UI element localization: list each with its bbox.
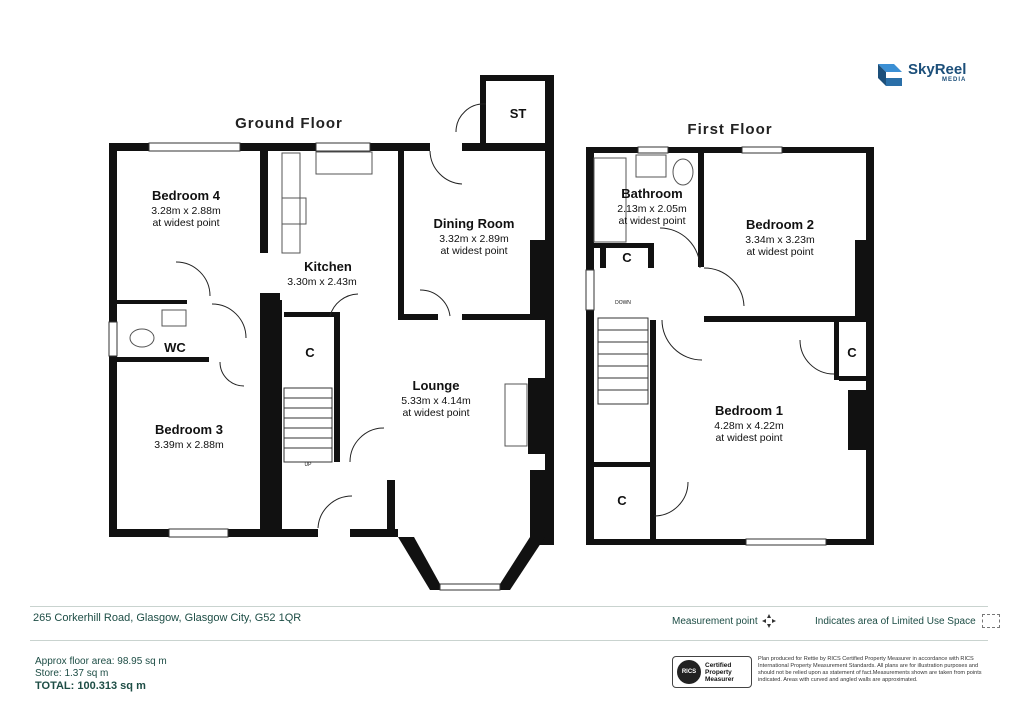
measurement-point-key: Measurement point bbox=[672, 614, 776, 628]
kitchen-name: Kitchen bbox=[304, 259, 352, 274]
limited-use-swatch bbox=[981, 614, 1000, 628]
lower-cupboard-name: C bbox=[617, 493, 627, 508]
brand-sub: MEDIA bbox=[942, 77, 967, 83]
rics-badge: RICS Certified Property Measurer bbox=[672, 656, 752, 688]
bathroom-name: Bathroom bbox=[621, 186, 682, 201]
ground-stair-mark: UP bbox=[305, 462, 313, 468]
bedroom4-name: Bedroom 4 bbox=[152, 188, 221, 203]
footer-divider-top bbox=[30, 606, 988, 607]
first-floor-title: First Floor bbox=[687, 121, 772, 138]
bedroom1-name: Bedroom 1 bbox=[715, 403, 783, 418]
bedroom2-note: at widest point bbox=[746, 246, 813, 258]
limited-use-key: Indicates area of Limited Use Space bbox=[815, 614, 1000, 628]
ground-floor-title: Ground Floor bbox=[235, 115, 343, 132]
wc-name: WC bbox=[164, 340, 186, 355]
rics-line-2: Property bbox=[705, 668, 732, 676]
stairs bbox=[283, 317, 649, 463]
lounge-name: Lounge bbox=[413, 378, 460, 393]
first-floor-walls bbox=[586, 147, 874, 545]
bedroom3-dim: 3.39m x 2.88m bbox=[154, 439, 224, 451]
bedroom2-dim: 3.34m x 3.23m bbox=[745, 234, 815, 246]
bathroom-note: at widest point bbox=[618, 215, 685, 227]
bedroom4-dim: 3.28m x 2.88m bbox=[151, 205, 221, 217]
bedroom2-name: Bedroom 2 bbox=[746, 217, 814, 232]
total-area: TOTAL: 100.313 sq m bbox=[35, 680, 146, 692]
lounge-dim: 5.33m x 4.14m bbox=[401, 395, 471, 407]
rics-line-3: Measurer bbox=[705, 675, 734, 683]
rics-seal-icon: RICS bbox=[677, 660, 701, 684]
skyreel-logo-icon bbox=[878, 64, 902, 86]
landing-cupboard-name: C bbox=[622, 250, 632, 265]
ground-cupboard-name: C bbox=[305, 345, 315, 360]
lounge-note: at widest point bbox=[402, 407, 469, 419]
bedroom1-dim: 4.28m x 4.22m bbox=[714, 420, 784, 432]
first-stair-mark: DOWN bbox=[615, 300, 631, 306]
limited-use-label: Indicates area of Limited Use Space bbox=[815, 615, 976, 627]
dining-room-note: at widest point bbox=[440, 245, 507, 257]
bedroom1-cupboard-name: C bbox=[847, 345, 857, 360]
windows bbox=[108, 142, 827, 591]
disclaimer: Plan produced for Rettie by RICS Certifi… bbox=[758, 656, 982, 683]
bedroom1-note: at widest point bbox=[715, 432, 782, 444]
fixtures bbox=[129, 151, 694, 447]
door-swings bbox=[175, 103, 835, 529]
approx-area: Approx floor area: 98.95 sq m bbox=[35, 656, 167, 667]
bathroom-dim: 2.13m x 2.05m bbox=[617, 203, 687, 215]
kitchen-dim: 3.30m x 2.43m bbox=[287, 276, 357, 288]
brand-name: SkyReel bbox=[908, 61, 967, 78]
store-name: ST bbox=[510, 106, 527, 121]
store-area: Store: 1.37 sq m bbox=[35, 668, 109, 679]
rics-line-1: Certified bbox=[705, 661, 732, 669]
brand-logo: SkyReel MEDIA bbox=[876, 62, 966, 88]
measurement-point-label: Measurement point bbox=[672, 615, 758, 627]
floor-plan: Ground Floor First Floor Bedroom 4 3.28m… bbox=[108, 75, 874, 591]
dining-room-dim: 3.32m x 2.89m bbox=[439, 233, 509, 245]
measurement-point-icon bbox=[761, 614, 776, 628]
bedroom3-name: Bedroom 3 bbox=[155, 422, 223, 437]
bedroom4-note: at widest point bbox=[152, 217, 219, 229]
area-summary: Approx floor area: 98.95 sq m Store: 1.3… bbox=[35, 656, 167, 692]
footer-divider-bottom bbox=[30, 640, 988, 641]
dining-room-name: Dining Room bbox=[434, 216, 515, 231]
address: 265 Corkerhill Road, Glasgow, Glasgow Ci… bbox=[33, 612, 302, 624]
